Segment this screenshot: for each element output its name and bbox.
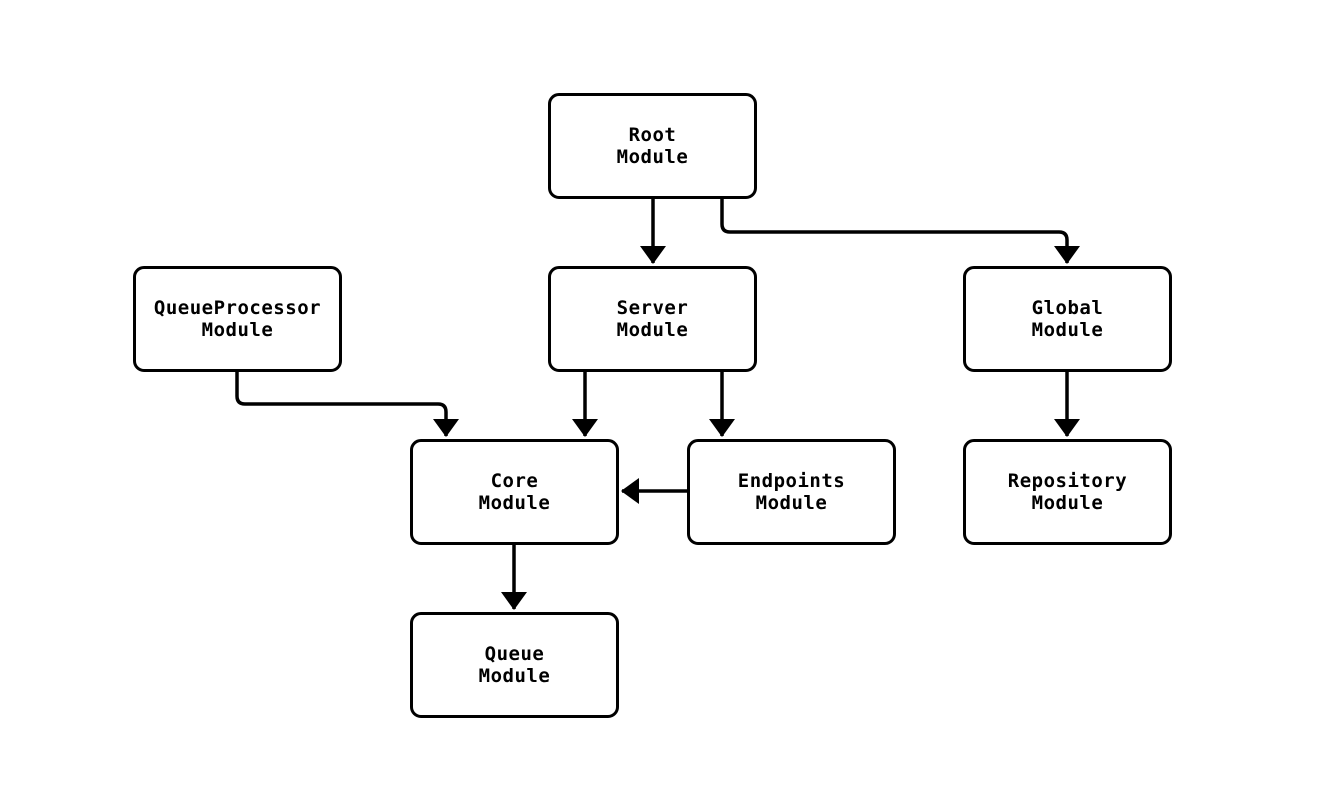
node-root-module-label: Root Module (616, 124, 689, 168)
node-root-module: Root Module (548, 93, 757, 199)
node-repository-module: Repository Module (963, 439, 1172, 545)
node-endpoints-module-label: Endpoints Module (737, 470, 846, 514)
edge-root-to-global (720, 199, 1080, 264)
node-core-module-label: Core Module (478, 470, 551, 514)
node-queueprocessor-module-label: QueueProcessor Module (153, 297, 322, 341)
node-repository-module-label: Repository Module (1007, 470, 1128, 514)
node-server-module: Server Module (548, 266, 757, 372)
node-core-module: Core Module (410, 439, 619, 545)
node-queueprocessor-module: QueueProcessor Module (133, 266, 342, 372)
node-server-module-label: Server Module (616, 297, 689, 341)
edge-queueprocessor-to-core (235, 372, 459, 437)
node-queue-module: Queue Module (410, 612, 619, 718)
node-queue-module-label: Queue Module (478, 643, 551, 687)
node-global-module: Global Module (963, 266, 1172, 372)
node-global-module-label: Global Module (1031, 297, 1104, 341)
node-endpoints-module: Endpoints Module (687, 439, 896, 545)
